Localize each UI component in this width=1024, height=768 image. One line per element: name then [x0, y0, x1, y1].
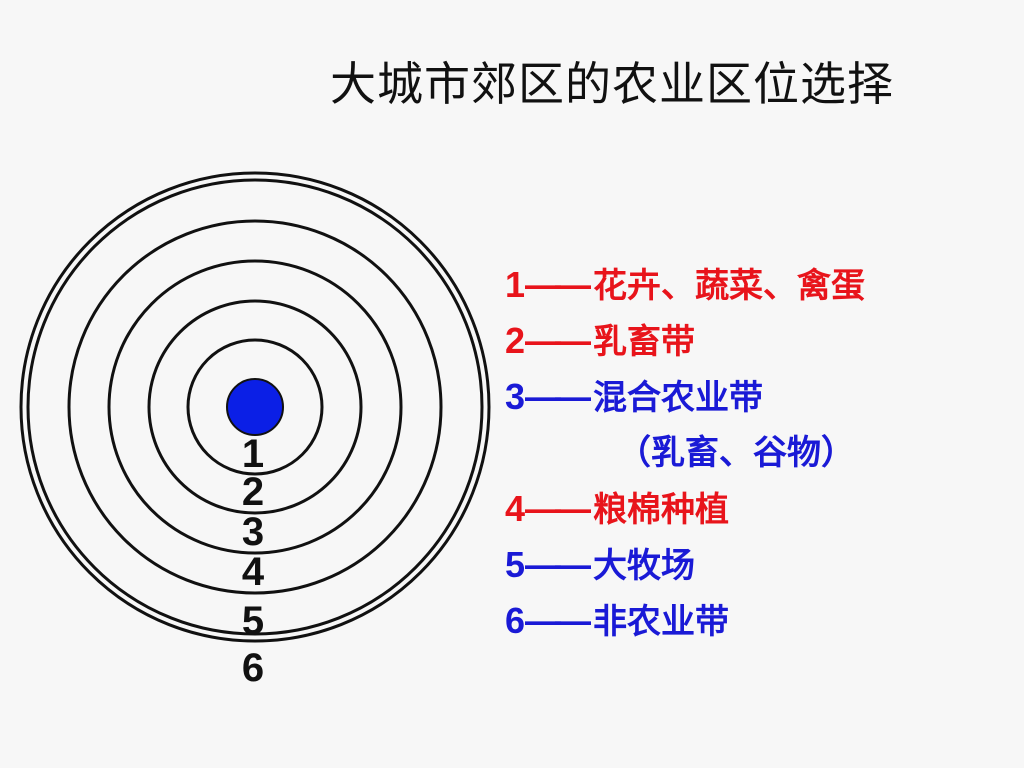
zone-label-6: 6 — [242, 646, 264, 690]
legend-zone-number: 4 — [505, 488, 526, 529]
zone-label-4: 4 — [242, 550, 265, 594]
legend-zone-description: 混合农业带 — [593, 378, 764, 418]
legend-zone-description: （乳畜、谷物） — [617, 433, 855, 473]
city-center-dot — [226, 378, 284, 436]
legend-dash: —— — [525, 600, 591, 641]
legend-zone-description: 花卉、蔬菜、禽蛋 — [593, 266, 866, 306]
legend-dash: —— — [525, 264, 591, 305]
zone-ring-1 — [186, 338, 324, 476]
zone-label-3: 3 — [242, 510, 264, 554]
zone-label-2: 2 — [242, 470, 264, 514]
legend-row: （乳畜、谷物） — [505, 430, 1005, 486]
legend-zone-description: 粮棉种植 — [593, 490, 730, 530]
legend-row: 1——花卉、蔬菜、禽蛋 — [505, 262, 1005, 318]
legend-zone-description: 大牧场 — [593, 546, 696, 586]
zone-rings — [19, 171, 491, 643]
zone-ring-2 — [147, 299, 363, 515]
zone-ring-3 — [107, 259, 403, 555]
legend-zone-number: 3 — [505, 376, 526, 417]
legend-zone-description: 乳畜带 — [593, 322, 696, 362]
zone-label-1: 1 — [242, 432, 264, 476]
zone-ring-5 — [26, 178, 484, 636]
legend-dash: —— — [525, 320, 591, 361]
legend-row: 6——非农业带 — [505, 598, 1005, 654]
zone-ring-4 — [67, 219, 443, 595]
legend-row: 5——大牧场 — [505, 542, 1005, 598]
legend-dash: —— — [525, 544, 591, 585]
legend-dash: —— — [525, 488, 591, 529]
legend-zone-description: 非农业带 — [593, 602, 730, 642]
legend-row: 2——乳畜带 — [505, 318, 1005, 374]
legend-zone-number: 5 — [505, 544, 526, 585]
legend-zone-number: 6 — [505, 600, 526, 641]
legend-zone-number: 2 — [505, 320, 526, 361]
legend-row: 3——混合农业带 — [505, 374, 1005, 430]
zone-label-5: 5 — [242, 599, 264, 643]
zone-ring-6 — [19, 171, 491, 643]
legend-dash: —— — [525, 376, 591, 417]
legend-row: 4——粮棉种植 — [505, 486, 1005, 542]
legend-zone-number: 1 — [505, 264, 526, 305]
page-title: 大城市郊区的农业区位选择 — [330, 57, 894, 111]
